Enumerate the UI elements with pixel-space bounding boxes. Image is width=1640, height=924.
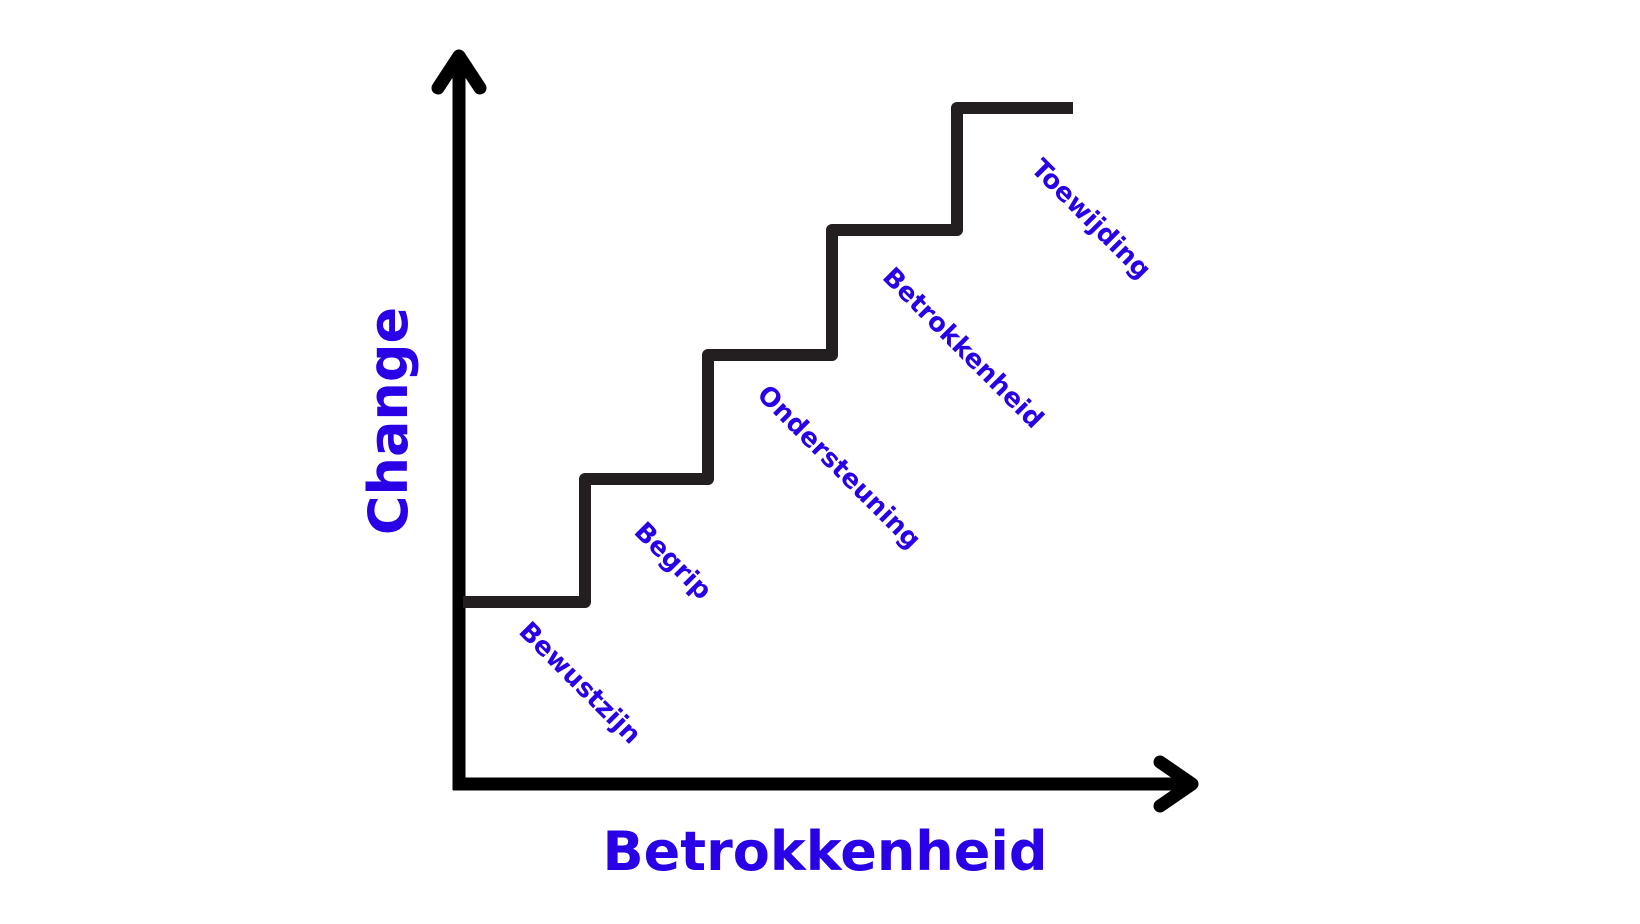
staircase-line bbox=[463, 102, 1073, 608]
step-label-bewustzijn: Bewustzijn bbox=[513, 616, 647, 750]
step-label-toewijding: Toewijding bbox=[1025, 153, 1157, 285]
y-axis-label: Change bbox=[357, 307, 420, 535]
step-label-begrip: Begrip bbox=[628, 517, 717, 606]
x-axis-label: Betrokkenheid bbox=[603, 820, 1048, 883]
step-label-betrokkenheid: Betrokkenheid bbox=[876, 262, 1049, 435]
y-axis-arrow-icon bbox=[431, 49, 487, 95]
x-axis-arrow-icon bbox=[1153, 755, 1199, 813]
step-label-ondersteuning: Ondersteuning bbox=[751, 380, 927, 556]
